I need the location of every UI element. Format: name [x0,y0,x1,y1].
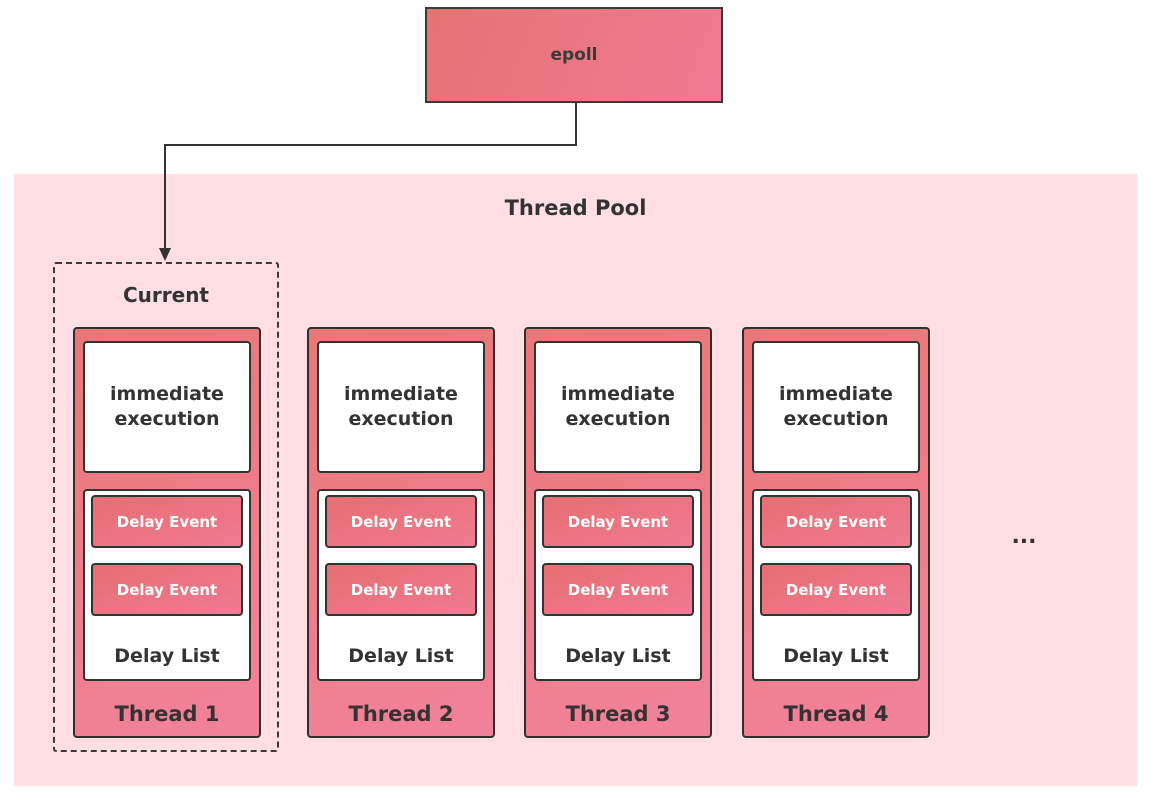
delay-event-label: Delay Event [350,580,452,599]
delay-event-box: Delay Event [760,495,912,548]
immediate-execution-label: immediate execution [779,383,893,430]
delay-list-label: Delay List [348,645,454,667]
thread-label: Thread 2 [348,702,454,726]
delay-event-label: Delay Event [567,580,669,599]
more-threads-ellipsis: ... [1011,524,1037,549]
immediate-execution-box: immediate execution [83,341,251,473]
thread-label: Thread 3 [565,702,671,726]
thread-box-1: immediate execution Delay Event Delay Ev… [73,327,261,738]
delay-event-box: Delay Event [760,563,912,616]
delay-event-box: Delay Event [325,495,477,548]
delay-list-box: Delay Event Delay Event Delay List [534,489,702,681]
thread-label: Thread 1 [114,702,220,726]
immediate-execution-box: immediate execution [752,341,920,473]
delay-event-label: Delay Event [785,580,887,599]
epoll-label: epoll [550,45,598,65]
immediate-execution-box: immediate execution [534,341,702,473]
delay-event-label: Delay Event [350,512,452,531]
delay-event-box: Delay Event [91,495,243,548]
current-thread-outline [53,262,279,752]
immediate-execution-label: immediate execution [561,383,675,430]
delay-event-label: Delay Event [116,512,218,531]
thread-box-4: immediate execution Delay Event Delay Ev… [742,327,930,738]
delay-list-box: Delay Event Delay Event Delay List [317,489,485,681]
delay-event-label: Delay Event [116,580,218,599]
current-label: Current [122,283,209,307]
thread-box-3: immediate execution Delay Event Delay Ev… [524,327,712,738]
immediate-execution-box: immediate execution [317,341,485,473]
delay-list-label: Delay List [565,645,671,667]
delay-event-box: Delay Event [542,563,694,616]
immediate-execution-label: immediate execution [344,383,458,430]
delay-list-box: Delay Event Delay Event Delay List [752,489,920,681]
delay-list-label: Delay List [783,645,889,667]
delay-list-label: Delay List [114,645,220,667]
thread-label: Thread 4 [783,702,889,726]
epoll-node: epoll [425,7,723,103]
delay-event-box: Delay Event [325,563,477,616]
immediate-execution-label: immediate execution [110,383,224,430]
delay-event-label: Delay Event [567,512,669,531]
thread-box-2: immediate execution Delay Event Delay Ev… [307,327,495,738]
delay-list-box: Delay Event Delay Event Delay List [83,489,251,681]
delay-event-box: Delay Event [91,563,243,616]
delay-event-box: Delay Event [542,495,694,548]
delay-event-label: Delay Event [785,512,887,531]
